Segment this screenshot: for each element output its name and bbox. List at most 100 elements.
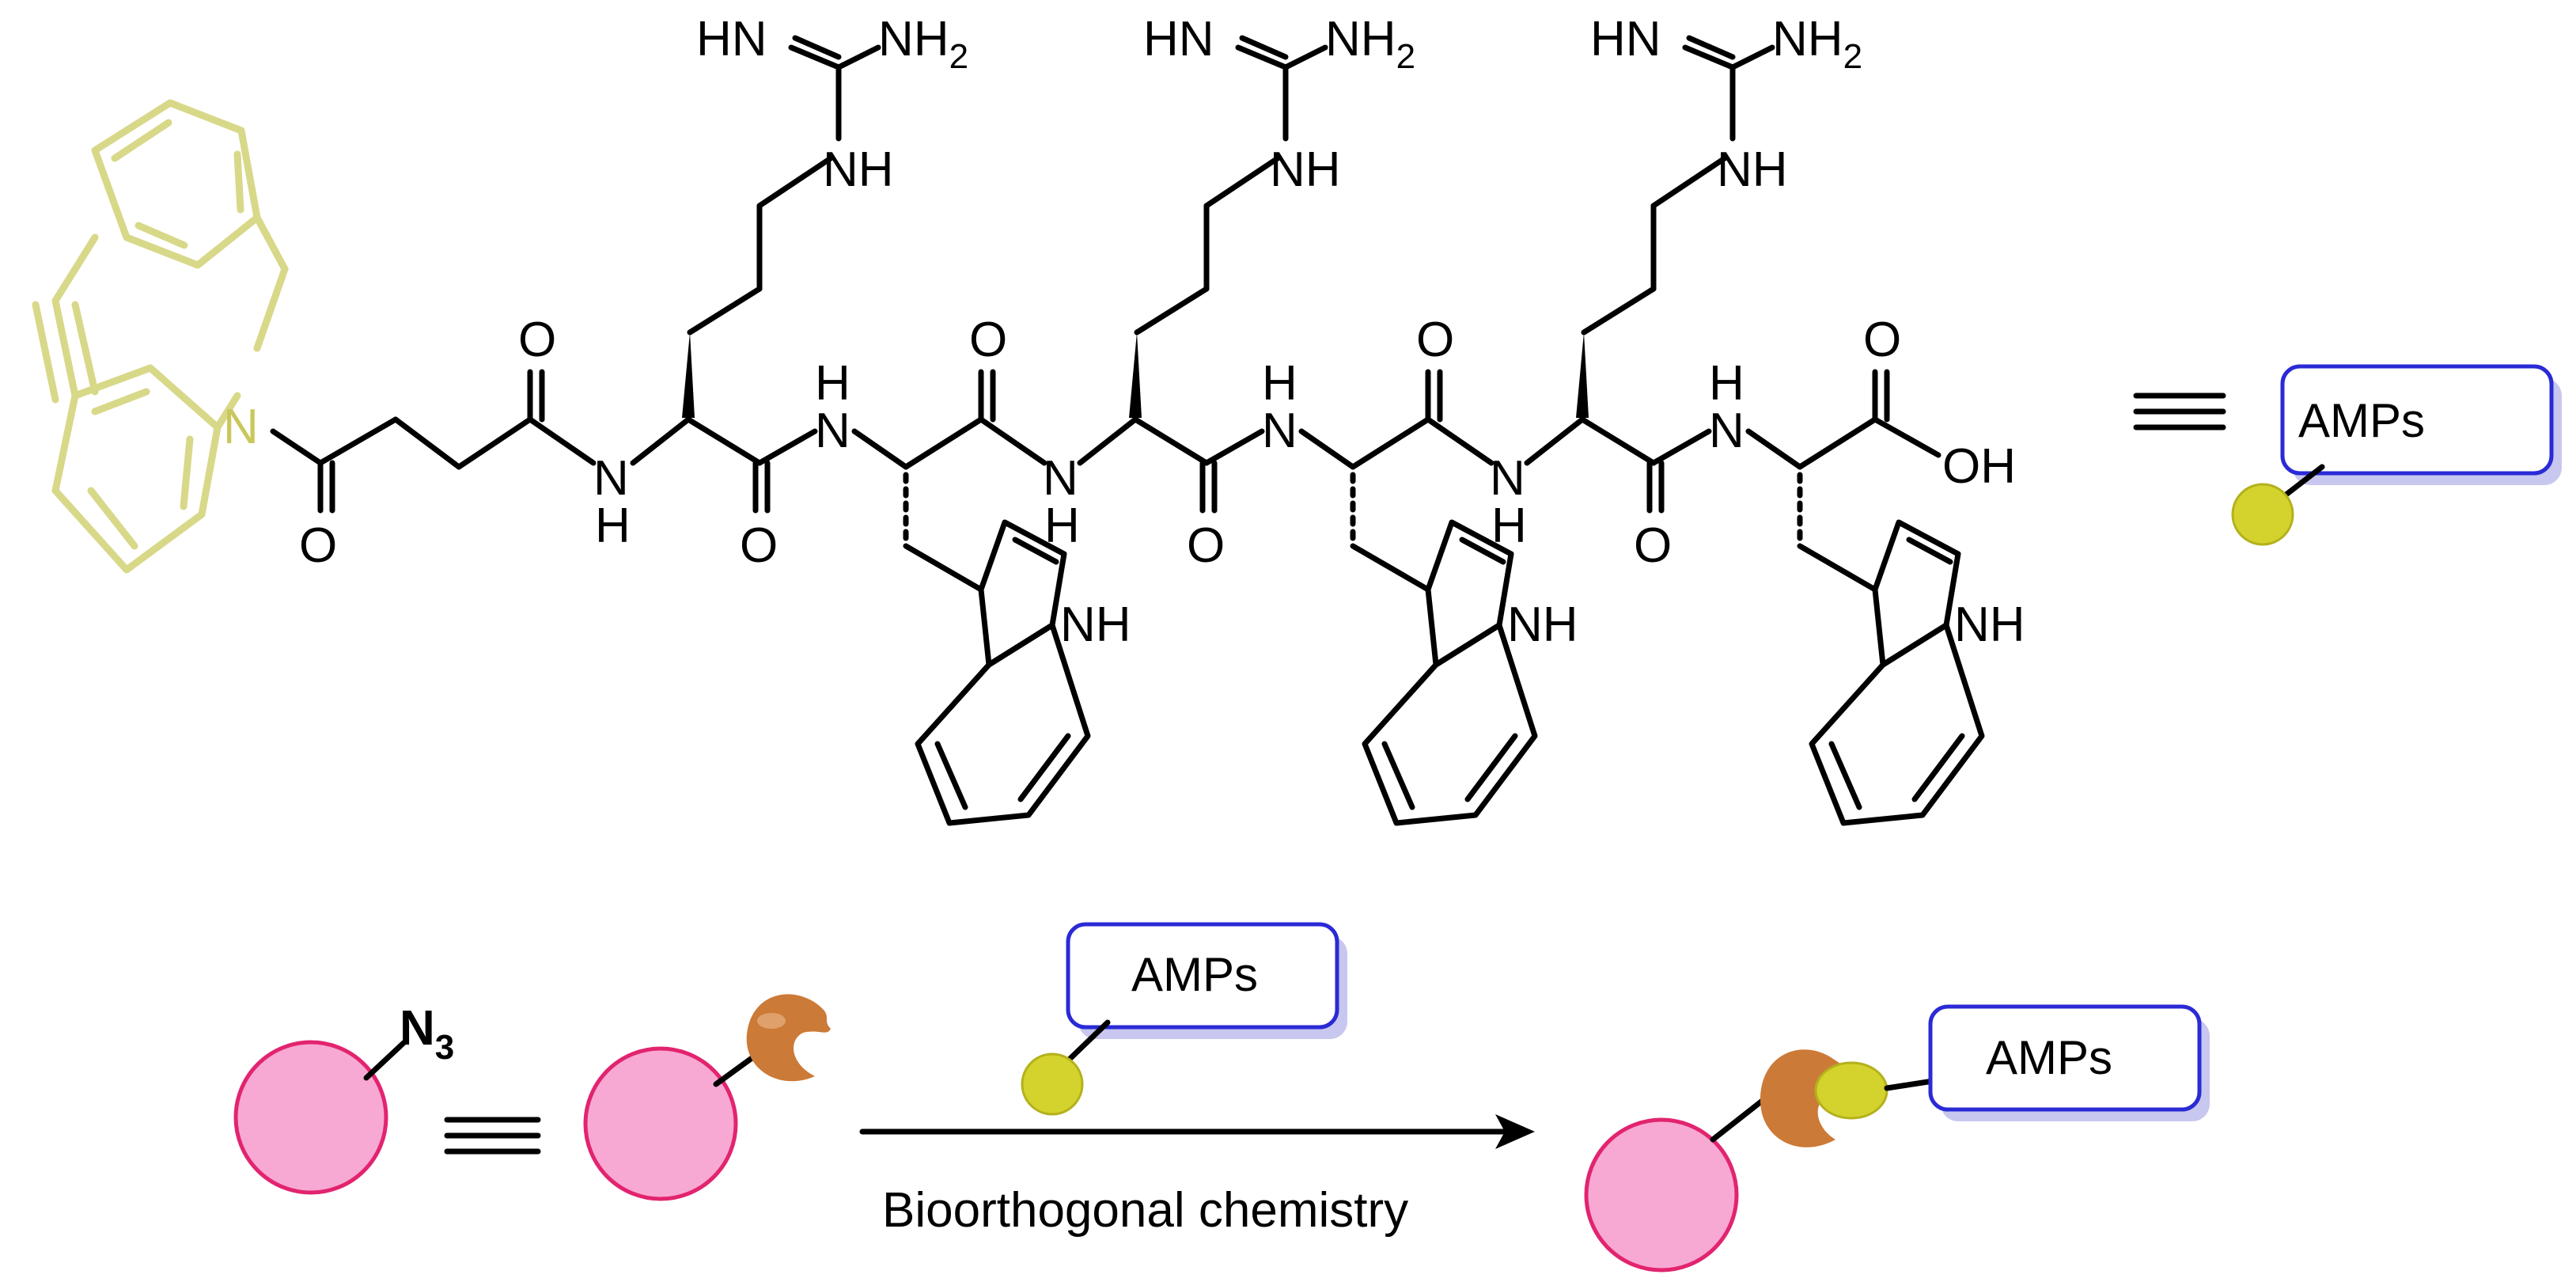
trp1-c-n (978, 416, 1047, 466)
equiv-top (2133, 393, 2226, 430)
trp3-pyrrole (1872, 519, 1961, 668)
dbco-bottom-ring-inner-1 (87, 487, 138, 550)
arg2-side-1 (1134, 286, 1210, 336)
trp3-benzene (1809, 622, 1985, 826)
arg2-hn-label: HN (1143, 12, 1214, 66)
azide-n: N (400, 1001, 435, 1056)
arg1-c-n (756, 428, 818, 466)
arg1-side-3 (756, 155, 834, 209)
amps-label-top: AMPs (2231, 364, 2562, 546)
arg2-nh-label: NH (1270, 142, 1341, 197)
arg1-nh2-base: NH (878, 12, 949, 66)
bond-to-nh-1 (527, 416, 597, 466)
trp1-benzene (915, 622, 1091, 826)
trp1-benz-db1 (934, 741, 968, 810)
trp2-n-ca (1298, 428, 1356, 470)
arg-trp-block-2: NH HN NH2 O N H NH O N H (1077, 12, 1578, 826)
arg3-guan-2a (1682, 44, 1736, 70)
product-ball (1584, 1117, 1739, 1273)
n-label-2: N (1043, 451, 1078, 506)
amps-reagent-box (1066, 922, 1339, 1030)
arg2-guan-3 (1282, 44, 1328, 70)
cartoon-c-highlight (757, 1013, 786, 1029)
trp2-nh-label: NH (1507, 597, 1578, 652)
trp2-benzene (1362, 622, 1538, 826)
arg1-n-ca (630, 416, 691, 466)
arg1-nh2-sub: 2 (949, 37, 968, 76)
o-label-1: O (299, 518, 337, 573)
trp2-o-label: O (1416, 313, 1454, 367)
azide-stick (363, 1040, 407, 1081)
trp2-h-label: H (1262, 356, 1297, 411)
dbco-bottom-ring-inner-2 (180, 435, 194, 510)
trp1-ca-c (903, 416, 984, 470)
azide-ball-cartoon (583, 994, 831, 1201)
trp2-pyrrole-db (1459, 537, 1506, 565)
trp1-pyrrole-db (1012, 537, 1059, 565)
dbco-bottom-ring (51, 364, 222, 574)
arg2-wedge (1129, 332, 1142, 418)
arg2-side-3 (1203, 155, 1281, 209)
trp3-o-label: O (1863, 313, 1901, 367)
equiv-bottom (444, 1117, 541, 1155)
trp3-nh-label: NH (1954, 597, 2025, 652)
amps-reagent-stick (1061, 1019, 1111, 1068)
trp3-pyrrole-db (1906, 537, 1953, 565)
dbco-ch2-bond (253, 214, 289, 273)
bond-chain-3 (456, 416, 533, 470)
arg3-side-1 (1581, 286, 1657, 336)
bond-n-carbonyl (270, 428, 324, 466)
trp2-c-n (1425, 416, 1494, 466)
h-label-1: H (595, 499, 631, 553)
dbco-bottom-ring-inner-3 (91, 388, 150, 415)
n-label-3: N (1490, 451, 1525, 506)
dbco-top-ring-inner-3 (134, 222, 188, 249)
arg1-nh-label: NH (823, 142, 894, 197)
arg-trp-block-3: NH HN NH2 O N H NH O OH (1524, 12, 2025, 826)
dbco-top-ring-inner-2 (233, 150, 244, 214)
trp2-benz-db1 (1381, 741, 1415, 810)
trp1-n-label: N (815, 404, 850, 458)
arg3-nh-label: NH (1717, 142, 1788, 197)
arg3-o-label: O (1634, 518, 1672, 573)
arg3-nh2-label: NH2 (1772, 12, 1862, 76)
azide-label: N3 (400, 1001, 454, 1067)
trp2-benz-db2 (1464, 733, 1518, 802)
trp1-o-label: O (969, 313, 1007, 367)
trp1-h-label: H (815, 356, 850, 411)
dbco-top-ring-inner-1 (111, 119, 172, 162)
bond-chain-1 (317, 416, 399, 466)
trp3-benz-db1 (1828, 741, 1862, 810)
h-label-3: H (1491, 499, 1527, 553)
amps-reagent-text: AMPs (1131, 948, 1258, 1001)
trp3-n-label: N (1709, 404, 1744, 458)
arg3-wedge (1576, 332, 1589, 418)
arg2-nh2-label: NH2 (1325, 12, 1415, 76)
amps-top-box (2280, 364, 2554, 476)
reaction-condition: Bioorthogonal chemistry (882, 1183, 1408, 1238)
product-amps-box (1928, 1004, 2202, 1112)
arg3-nh2-base: NH (1772, 12, 1843, 66)
product-dot (1814, 1061, 1888, 1120)
trp3-h-label: H (1709, 356, 1744, 411)
arg3-side-3 (1650, 155, 1728, 209)
dbco-linker: N (32, 99, 289, 574)
dbco-alkyne-3 (71, 301, 99, 396)
arg1-guan-2b (792, 35, 842, 60)
cartoon-ball-circle (583, 1046, 738, 1201)
arg3-ca-c (1579, 416, 1657, 466)
n-label-1: N (593, 451, 629, 506)
h-label-2: H (1044, 499, 1080, 553)
arg3-c-n (1650, 428, 1712, 466)
trp2-pyrrole (1425, 519, 1514, 668)
dbco-alkyne-1 (51, 297, 79, 400)
dbco-nitrogen-label: N (223, 400, 259, 454)
arg2-o-label: O (1187, 518, 1225, 573)
azide-sub: 3 (435, 1028, 454, 1067)
azide-ball: N3 (233, 1001, 454, 1195)
o-label-2: O (518, 313, 556, 367)
arg1-o-label: O (740, 518, 778, 573)
dbco-top-to-alkyne (51, 233, 99, 305)
trp2-cb (1350, 543, 1431, 593)
